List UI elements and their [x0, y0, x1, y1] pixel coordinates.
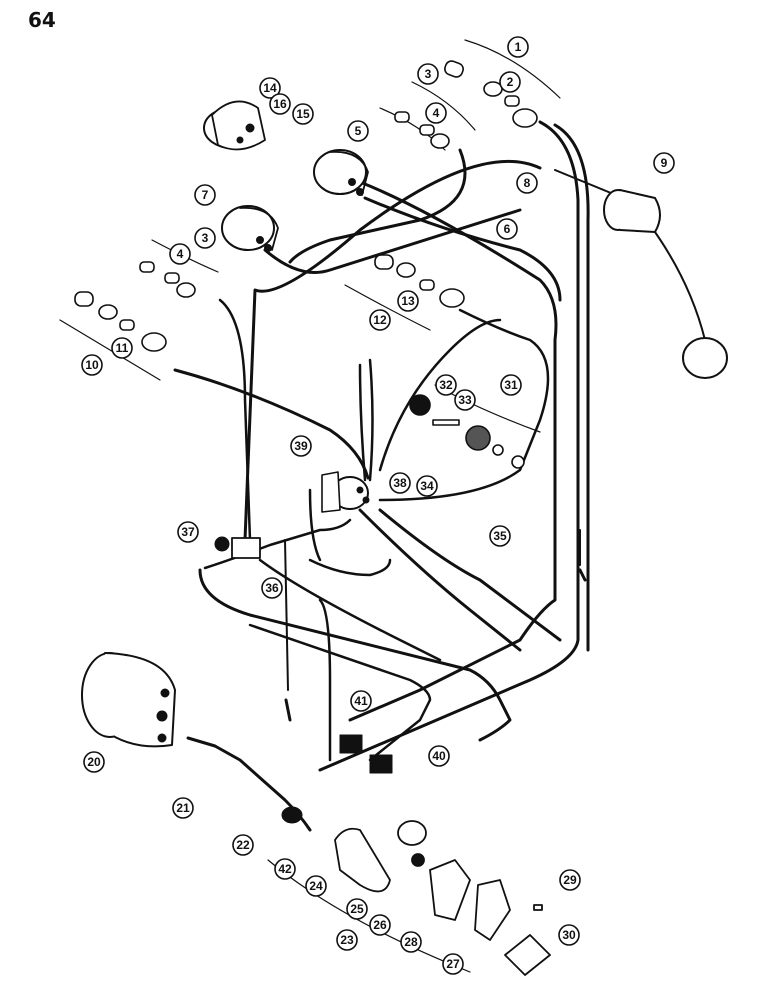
svg-text:36: 36 — [265, 581, 279, 595]
svg-text:21: 21 — [176, 801, 190, 815]
svg-text:24: 24 — [309, 879, 323, 893]
callout-28: 28 — [400, 931, 422, 953]
callout-6: 6 — [496, 218, 518, 240]
gauge-5 — [313, 149, 369, 196]
callout-25: 25 — [346, 898, 368, 920]
svg-text:30: 30 — [562, 928, 576, 942]
callout-24: 24 — [305, 875, 327, 897]
callout-29: 29 — [559, 869, 581, 891]
callout-3: 3 — [417, 63, 439, 85]
callout-32: 32 — [435, 374, 457, 396]
callout-7: 7 — [194, 184, 216, 206]
svg-text:12: 12 — [373, 313, 387, 327]
callout-26: 26 — [369, 914, 391, 936]
callout-9: 9 — [653, 152, 675, 174]
gauge-7 — [221, 205, 279, 252]
svg-text:22: 22 — [236, 838, 250, 852]
svg-text:32: 32 — [439, 378, 453, 392]
svg-text:41: 41 — [354, 694, 368, 708]
svg-text:4: 4 — [177, 247, 184, 261]
callout-30: 30 — [558, 924, 580, 946]
sending-unit-9 — [603, 189, 728, 379]
callout-10: 10 — [81, 354, 103, 376]
svg-text:16: 16 — [273, 97, 287, 111]
svg-text:6: 6 — [504, 222, 511, 236]
bulb-sockets — [74, 60, 538, 469]
svg-text:39: 39 — [294, 439, 308, 453]
svg-text:2: 2 — [507, 75, 514, 89]
gauge-14 — [203, 100, 266, 151]
callout-40: 40 — [428, 745, 450, 767]
svg-text:20: 20 — [87, 755, 101, 769]
tachometer-20 — [81, 652, 176, 748]
callout-35: 35 — [489, 525, 511, 547]
callout-15: 15 — [292, 103, 314, 125]
svg-text:7: 7 — [202, 188, 209, 202]
svg-text:38: 38 — [393, 476, 407, 490]
callout-4b: 4 — [169, 243, 191, 265]
callout-37: 37 — [177, 521, 199, 543]
light-switch — [214, 536, 261, 559]
callout-5: 5 — [347, 120, 369, 142]
callout-22: 22 — [232, 834, 254, 856]
svg-text:5: 5 — [355, 124, 362, 138]
svg-text:15: 15 — [296, 107, 310, 121]
svg-text:14: 14 — [263, 81, 277, 95]
callout-3b: 3 — [194, 227, 216, 249]
callout-16: 16 — [269, 93, 291, 115]
connectors — [339, 734, 393, 774]
svg-text:3: 3 — [425, 67, 432, 81]
svg-text:9: 9 — [661, 156, 668, 170]
page-number: 64 — [28, 8, 56, 32]
callout-36: 36 — [261, 577, 283, 599]
svg-text:42: 42 — [278, 862, 292, 876]
callout-34: 34 — [416, 475, 438, 497]
svg-text:34: 34 — [420, 479, 434, 493]
callout-39: 39 — [290, 435, 312, 457]
svg-text:40: 40 — [432, 749, 446, 763]
svg-text:10: 10 — [85, 358, 99, 372]
callout-2: 2 — [499, 71, 521, 93]
callout-21: 21 — [172, 797, 194, 819]
callout-23: 23 — [336, 929, 358, 951]
svg-text:31: 31 — [504, 378, 518, 392]
callout-11: 11 — [111, 337, 133, 359]
drive-housing — [334, 820, 551, 976]
callout-20: 20 — [83, 751, 105, 773]
callout-38: 38 — [389, 472, 411, 494]
callout-12: 12 — [369, 309, 391, 331]
svg-text:4: 4 — [433, 106, 440, 120]
svg-text:11: 11 — [116, 341, 129, 355]
callout-27: 27 — [442, 953, 464, 975]
drive-cable — [186, 736, 312, 832]
svg-text:37: 37 — [181, 525, 195, 539]
svg-text:35: 35 — [493, 529, 507, 543]
svg-text:23: 23 — [340, 933, 354, 947]
callout-41: 41 — [350, 690, 372, 712]
callout-13: 13 — [397, 290, 419, 312]
svg-text:3: 3 — [202, 231, 209, 245]
svg-text:13: 13 — [401, 294, 415, 308]
svg-text:33: 33 — [458, 393, 472, 407]
svg-text:25: 25 — [350, 902, 364, 916]
svg-text:26: 26 — [373, 918, 387, 932]
callout-33: 33 — [454, 389, 476, 411]
svg-text:27: 27 — [446, 957, 460, 971]
svg-text:8: 8 — [524, 176, 531, 190]
svg-text:1: 1 — [515, 40, 522, 54]
callout-42: 42 — [274, 858, 296, 880]
svg-text:28: 28 — [404, 935, 418, 949]
callout-4: 4 — [425, 102, 447, 124]
callout-31: 31 — [500, 374, 522, 396]
svg-text:29: 29 — [563, 873, 577, 887]
callout-14: 14 — [259, 77, 281, 99]
callout-8: 8 — [516, 172, 538, 194]
ignition-switch — [321, 471, 370, 513]
callout-1: 1 — [507, 36, 529, 58]
